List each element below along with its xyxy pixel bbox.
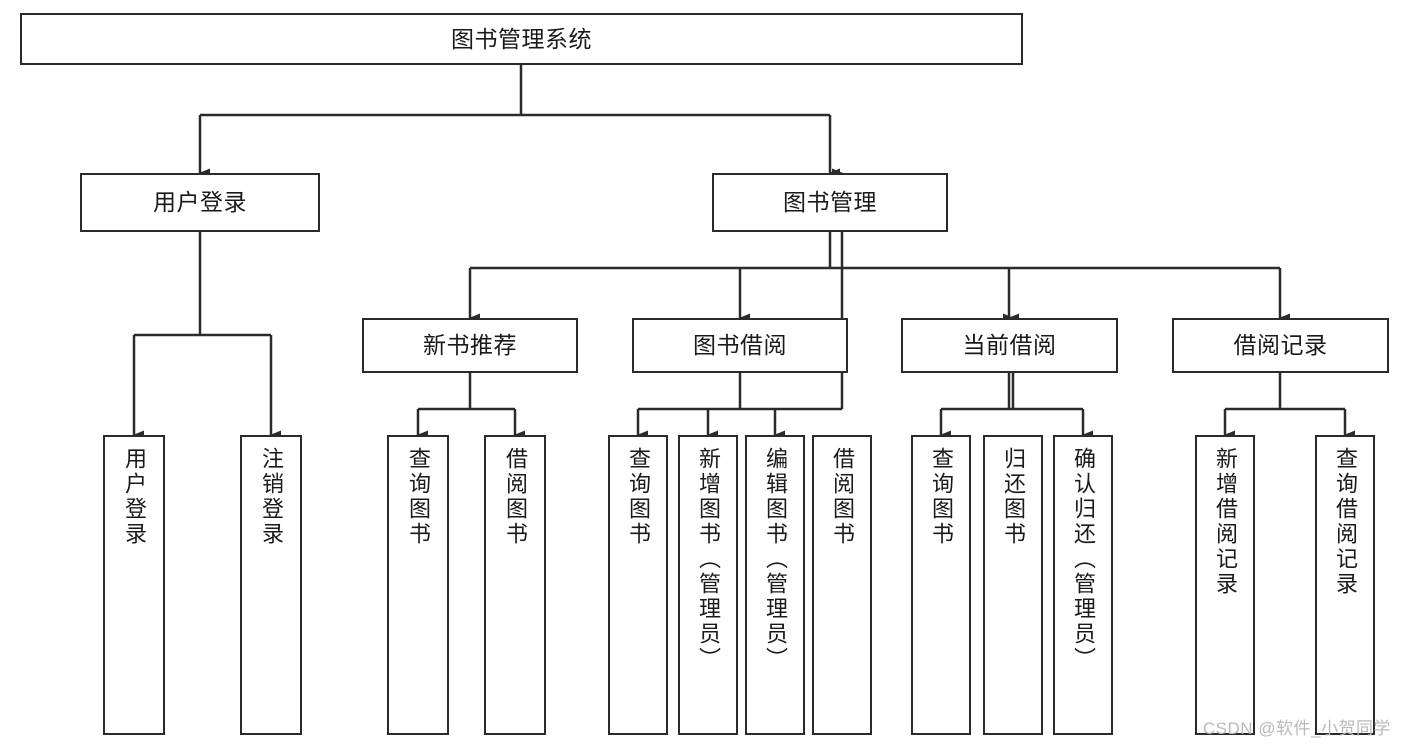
node-leaf-add-borrow-record[interactable]: 新增借阅记录: [1195, 435, 1255, 735]
node-leaf-query-borrow-record[interactable]: 查询借阅记录: [1315, 435, 1375, 735]
node-leaf-query-book-bb[interactable]: 查询图书: [608, 435, 668, 735]
node-leaf-borrow-book-rec[interactable]: 借阅图书: [484, 435, 546, 735]
node-root[interactable]: 图书管理系统: [20, 13, 1023, 65]
node-leaf-borrow-book-rec-label: 借阅图书: [503, 447, 528, 547]
node-book-borrow[interactable]: 图书借阅: [632, 318, 848, 373]
node-borrow-record[interactable]: 借阅记录: [1172, 318, 1389, 373]
node-book-manage[interactable]: 图书管理: [712, 173, 948, 232]
node-root-label: 图书管理系统: [451, 25, 592, 52]
node-current-borrow[interactable]: 当前借阅: [901, 318, 1118, 373]
node-leaf-query-book-cb-label: 查询图书: [929, 447, 954, 547]
node-leaf-user-login-label: 用户登录: [122, 447, 147, 547]
node-leaf-borrow-book-bb[interactable]: 借阅图书: [812, 435, 872, 735]
node-leaf-user-logout-label: 注销登录: [259, 447, 284, 547]
node-leaf-query-book-rec-label: 查询图书: [406, 447, 431, 547]
node-leaf-query-book-cb[interactable]: 查询图书: [911, 435, 971, 735]
node-leaf-query-borrow-record-label: 查询借阅记录: [1333, 447, 1358, 597]
node-borrow-record-label: 借阅记录: [1233, 332, 1328, 359]
node-book-manage-label: 图书管理: [783, 189, 877, 216]
node-leaf-user-logout[interactable]: 注销登录: [240, 435, 302, 735]
node-leaf-edit-book-admin-label: 编辑图书（管理员）: [763, 447, 788, 672]
node-leaf-user-login[interactable]: 用户登录: [103, 435, 165, 735]
node-leaf-return-book[interactable]: 归还图书: [983, 435, 1043, 735]
node-new-book-rec-label: 新书推荐: [423, 332, 517, 359]
node-book-borrow-label: 图书借阅: [693, 332, 787, 359]
node-leaf-return-book-label: 归还图书: [1001, 447, 1026, 547]
node-leaf-borrow-book-bb-label: 借阅图书: [830, 447, 855, 547]
node-current-borrow-label: 当前借阅: [962, 332, 1057, 359]
node-leaf-query-book-rec[interactable]: 查询图书: [387, 435, 449, 735]
node-leaf-add-borrow-record-label: 新增借阅记录: [1213, 447, 1238, 597]
node-leaf-confirm-return-admin-label: 确认归还（管理员）: [1071, 447, 1096, 672]
watermark-text: CSDN @软件_小贺同学: [1202, 719, 1391, 738]
node-leaf-add-book-admin-label: 新增图书（管理员）: [696, 447, 721, 672]
node-new-book-rec[interactable]: 新书推荐: [362, 318, 578, 373]
node-leaf-add-book-admin[interactable]: 新增图书（管理员）: [678, 435, 738, 735]
node-leaf-edit-book-admin[interactable]: 编辑图书（管理员）: [745, 435, 805, 735]
node-user-login-label: 用户登录: [153, 189, 247, 216]
node-user-login[interactable]: 用户登录: [80, 173, 320, 232]
node-leaf-query-book-bb-label: 查询图书: [626, 447, 651, 547]
node-leaf-confirm-return-admin[interactable]: 确认归还（管理员）: [1053, 435, 1113, 735]
